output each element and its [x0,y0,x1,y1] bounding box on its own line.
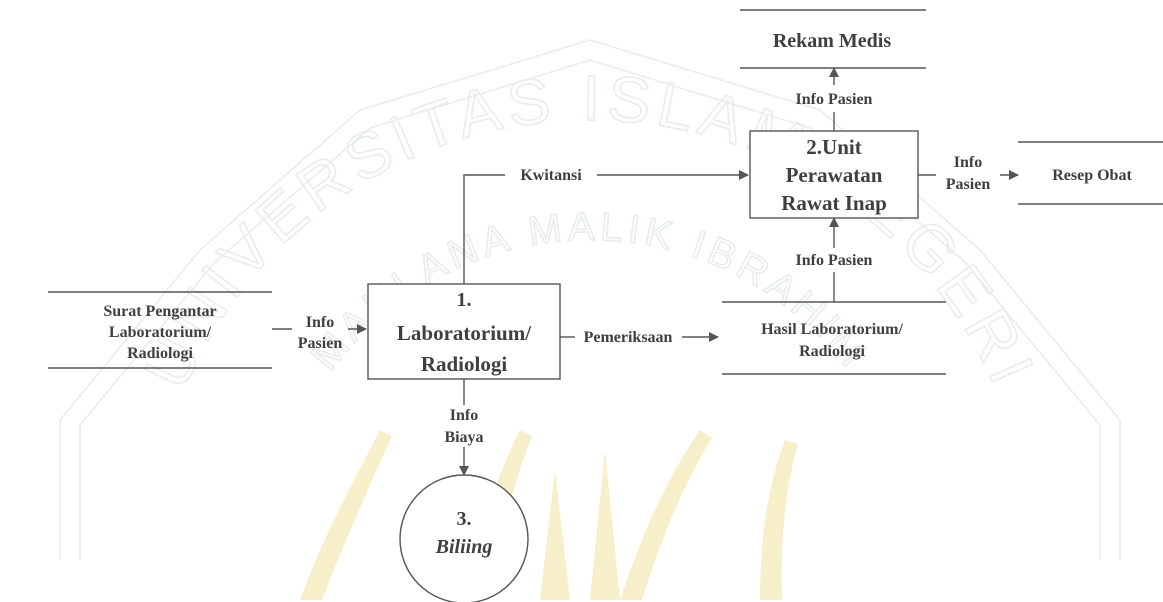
store-surat-line3: Radiologi [127,345,193,362]
store-surat-line2: Laboratorium/ [109,324,212,341]
store-rekam-medis: Rekam Medis [740,9,926,69]
process-2-line2: Perawatan [786,163,883,187]
flow-label-info-biaya-line1: Info [450,407,478,424]
store-hasil-line2: Radiologi [799,343,865,360]
process-1-number: 1. [457,289,472,311]
flow-label-pemeriksaan: Pemeriksaan [584,329,673,346]
process-2-line3: Rawat Inap [781,191,887,215]
process-2-box [749,130,919,219]
flow-label-info-pasien-up: Info Pasien [796,252,873,269]
store-hasil: Hasil Laboratorium/ Radiologi [722,301,946,375]
process-1-box [367,283,561,380]
flow-labels: Info Pasien Kwitansi Pemeriksaan Info Bi… [298,91,991,446]
watermark: UNIVERSITAS ISLAM NEGERI MAULANA MALIK I… [59,39,1121,600]
store-rekam-label: Rekam Medis [773,30,892,52]
process-3-circle [399,474,529,602]
flow-label-info-pasien-in-line1: Info [306,314,334,331]
watermark-shield-inner-outline [79,59,1101,560]
process-laboratorium: 1. Laboratorium/ Radiologi [367,283,561,380]
store-resep-label: Resep Obat [1052,167,1132,184]
process-1-line2: Radiologi [421,352,508,376]
process-1-line1: Laboratorium/ [397,321,532,345]
flow-label-info-biaya-line2: Biaya [444,429,483,446]
flow-label-info-pasien-rekam: Info Pasien [796,91,873,108]
flow-label-info-pasien-resep-line1: Info [954,154,982,171]
store-resep-obat: Resep Obat [1018,141,1163,205]
store-surat-line1: Surat Pengantar [103,303,216,320]
watermark-shield-outline [59,39,1121,560]
flow-lines [272,67,1019,476]
flow-label-kwitansi: Kwitansi [520,167,582,184]
process-rawat-inap: 2.Unit Perawatan Rawat Inap [749,130,919,219]
store-hasil-line1: Hasil Laboratorium/ [761,321,903,338]
store-surat: Surat Pengantar Laboratorium/ Radiologi [48,291,272,369]
flow-label-info-pasien-in-line2: Pasien [298,335,343,352]
flow-line-kwitansi-segment [463,174,505,284]
process-2-line1: 2.Unit [806,135,861,159]
flow-label-info-pasien-resep-line2: Pasien [946,176,991,193]
process-billing: 3. Biliing [399,474,529,602]
process-3-number: 3. [457,508,472,530]
process-3-name: Biliing [435,536,493,558]
watermark-emblem [300,430,798,600]
